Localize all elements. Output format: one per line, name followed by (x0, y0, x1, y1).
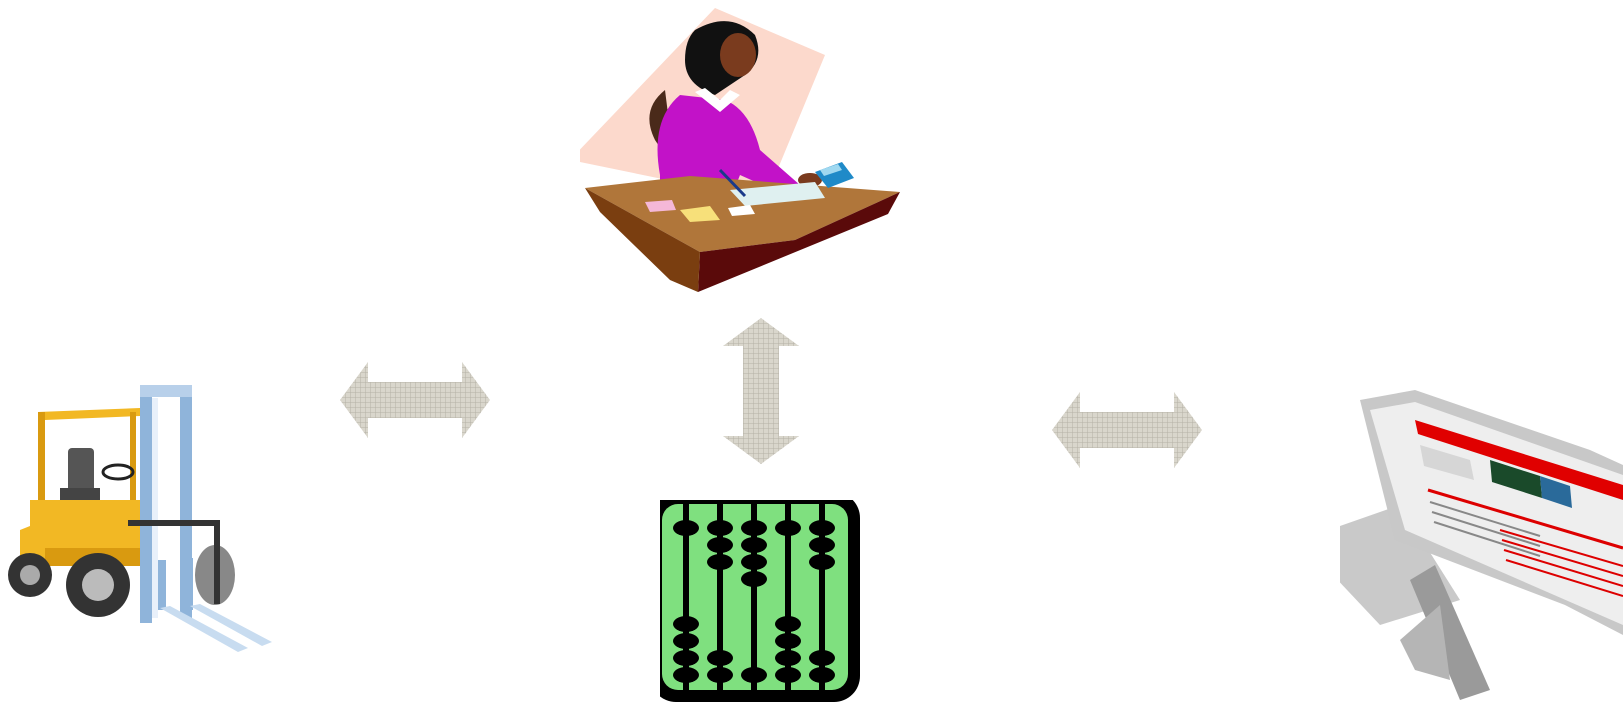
computer-monitor-icon (1340, 390, 1623, 722)
double-headed-arrow-horizontal (1052, 392, 1202, 468)
double-headed-arrow-horizontal (340, 362, 490, 438)
person-at-desk-icon (580, 0, 940, 320)
abacus-icon (660, 500, 890, 722)
double-headed-arrow-vertical (723, 318, 799, 464)
forklift-icon (0, 380, 300, 690)
